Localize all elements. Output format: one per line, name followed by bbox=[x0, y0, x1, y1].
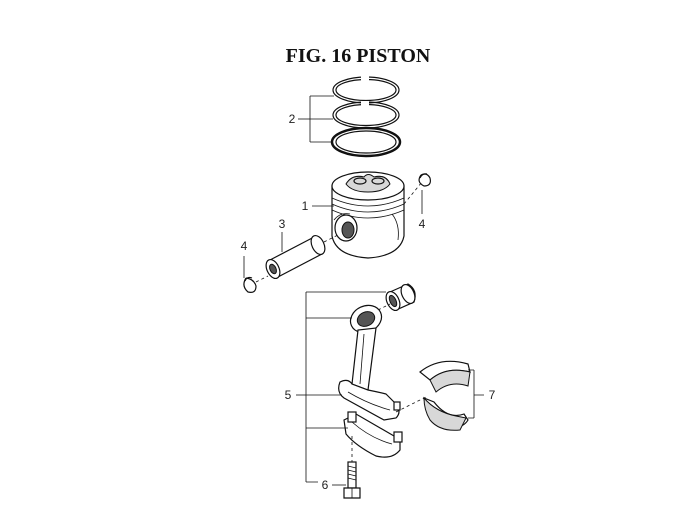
piston-pin-axis bbox=[323, 233, 341, 243]
piston-ring-oil bbox=[330, 126, 402, 158]
figure-title: FIG. 16 PISTON bbox=[286, 45, 431, 67]
bearing-axis bbox=[395, 395, 429, 413]
bearing-shell-lower bbox=[423, 396, 469, 431]
snap-ring-lower-axis bbox=[255, 275, 269, 283]
callout-snap-ring-lower: 4 bbox=[241, 239, 248, 253]
piston-pin bbox=[265, 234, 326, 280]
connecting-rod bbox=[338, 304, 401, 421]
callout-connecting-rod: 5 bbox=[285, 388, 292, 402]
callout-7-bracket bbox=[468, 369, 484, 419]
snap-ring-lower bbox=[243, 276, 257, 293]
small-end-bushing bbox=[385, 283, 416, 312]
piston bbox=[331, 171, 405, 259]
callout-snap-ring-upper: 4 bbox=[419, 217, 426, 231]
rod-bolt bbox=[343, 436, 361, 499]
callout-rod-bolt: 6 bbox=[322, 478, 329, 492]
piston-rings bbox=[330, 76, 402, 158]
piston-ring-top bbox=[332, 76, 400, 104]
callout-piston-rings: 2 bbox=[289, 112, 296, 126]
callout-piston: 1 bbox=[302, 199, 309, 213]
bearing-shell-upper bbox=[419, 360, 471, 393]
callout-2-bracket bbox=[298, 95, 334, 143]
callout-5-bracket bbox=[296, 291, 386, 483]
connecting-rod-cap bbox=[343, 411, 403, 458]
snap-ring-upper bbox=[418, 173, 431, 187]
snap-ring-upper-axis bbox=[403, 181, 423, 205]
piston-ring-middle bbox=[332, 101, 400, 129]
callout-piston-pin: 3 bbox=[279, 217, 286, 231]
bushing-axis bbox=[377, 303, 391, 311]
callout-bearing-shells: 7 bbox=[489, 388, 496, 402]
